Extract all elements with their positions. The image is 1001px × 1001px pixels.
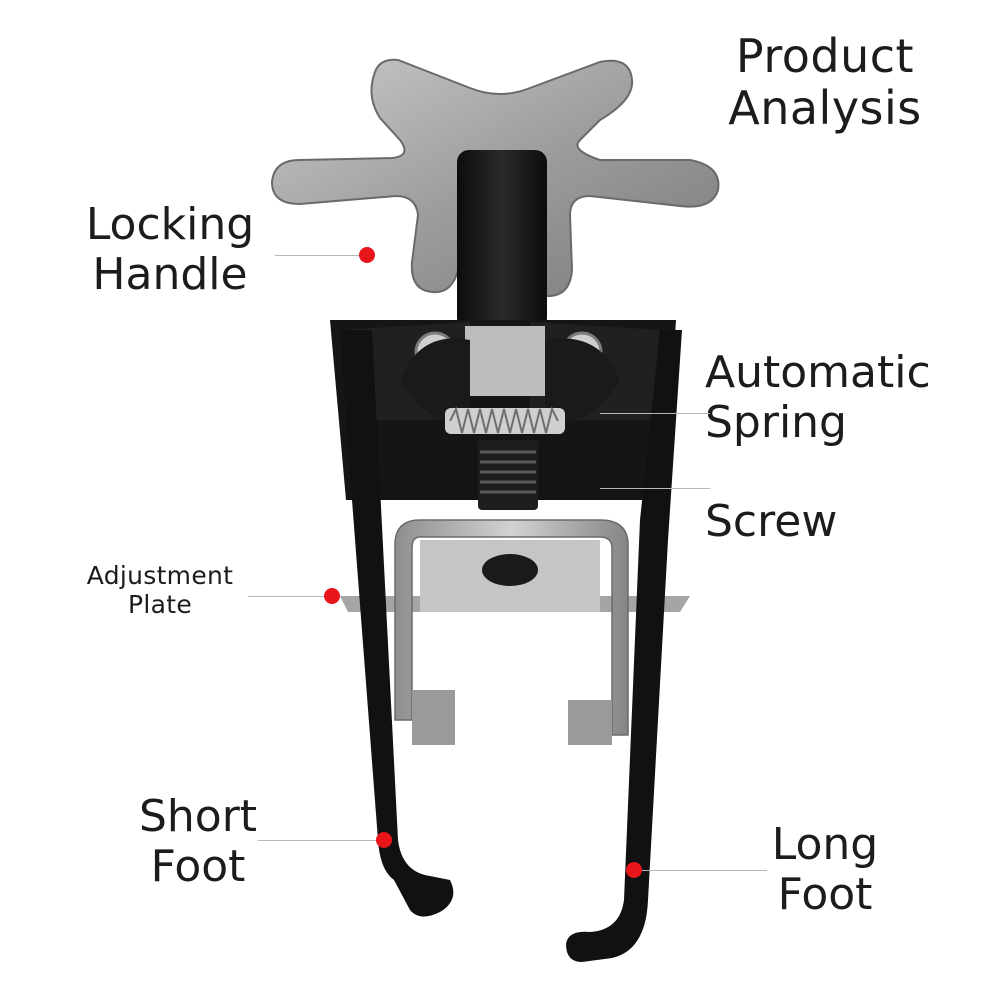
adjustment-plate-label: Adjustment Plate xyxy=(70,561,250,619)
long-foot-marker xyxy=(626,862,642,878)
locking-handle-label-line2: Handle xyxy=(92,249,248,301)
long-foot-label-line2: Foot xyxy=(777,869,873,921)
screw-part xyxy=(478,440,538,510)
locking-handle-label-line1: Locking xyxy=(85,199,255,250)
screw-label: Screw xyxy=(705,496,838,547)
long-foot-label-line1: Long xyxy=(771,819,879,870)
screw-leader-line xyxy=(600,488,710,489)
locking-handle-leader-line xyxy=(275,255,367,256)
adjustment-plate-leader-line xyxy=(248,596,332,597)
long-foot-label: Long Foot xyxy=(755,819,895,921)
short-foot-leader-line xyxy=(258,840,384,841)
adjustment-plate-label-line2: Plate xyxy=(127,589,193,619)
page-title-line1: Product xyxy=(735,29,915,83)
automatic-spring-leader-line xyxy=(600,413,710,414)
automatic-spring-label-line1: Automatic xyxy=(705,347,931,398)
adjustment-plate-label-line1: Adjustment xyxy=(86,561,234,590)
page-title: Product Analysis xyxy=(700,30,950,135)
short-foot-part xyxy=(340,330,454,917)
short-foot-label-line1: Short xyxy=(138,791,258,842)
bracket-part xyxy=(394,519,629,745)
long-foot-leader-line xyxy=(634,870,767,871)
screw-label-line1: Screw xyxy=(705,496,838,547)
automatic-spring-label: Automatic Spring xyxy=(705,347,931,449)
short-foot-marker xyxy=(376,832,392,848)
locking-handle-marker xyxy=(359,247,375,263)
automatic-spring-label-line2: Spring xyxy=(705,397,847,449)
automatic-spring-part xyxy=(445,406,565,434)
page-title-line2: Analysis xyxy=(728,81,922,136)
short-foot-label: Short Foot xyxy=(130,791,266,893)
adjustment-plate-part xyxy=(340,540,690,612)
locking-handle-label: Locking Handle xyxy=(80,199,260,301)
short-foot-label-line2: Foot xyxy=(150,841,246,893)
adjustment-plate-marker xyxy=(324,588,340,604)
shaft-part xyxy=(457,150,547,330)
